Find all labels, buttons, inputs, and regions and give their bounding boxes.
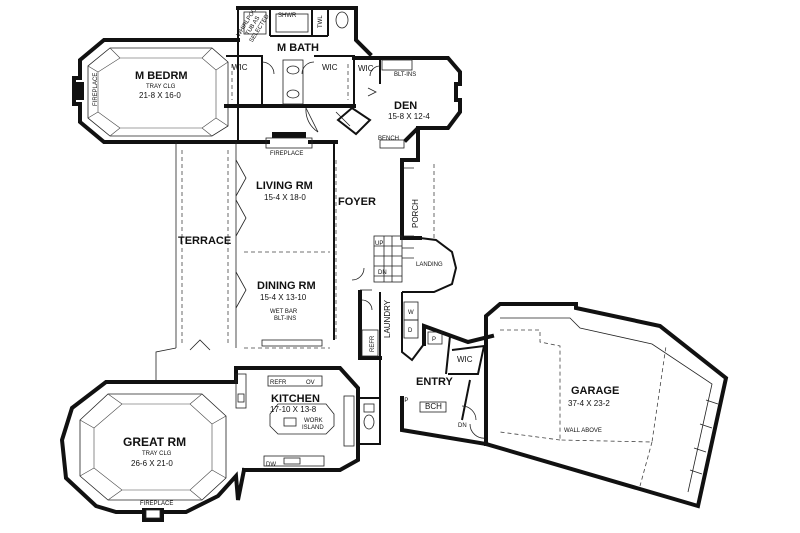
entry-walls: [400, 323, 495, 447]
master-bedroom-walls: [72, 8, 240, 144]
dining-room-name: DINING RM: [257, 280, 316, 292]
great-room-note: TRAY CLG: [142, 451, 172, 457]
great-room-walls: [59, 380, 247, 522]
foyer-stairs: [336, 106, 458, 293]
terrace: [155, 142, 229, 382]
dining-builtins-label: BLT-INS: [274, 316, 296, 322]
wic-bed-label: WIC: [232, 63, 248, 72]
dryer-label: D: [408, 328, 413, 334]
living-room-size: 15-4 X 18-0: [264, 193, 306, 202]
dishwasher-label: DW: [266, 462, 276, 468]
master-bath-name: M BATH: [277, 42, 319, 54]
kitchen-size: 17-10 X 13-8: [270, 405, 317, 414]
wic-den-label: WIC: [358, 64, 374, 73]
den-name: DEN: [394, 100, 417, 112]
entry-down-label: DN: [458, 423, 467, 429]
fireplace-bed-label: FIREPLACE: [93, 73, 99, 106]
entry-up-label: UP: [400, 398, 408, 404]
bench-label: BENCH: [378, 136, 399, 142]
refr-laundry-label: REFR: [370, 335, 376, 352]
kitchen-walls: [154, 366, 381, 472]
towel-label: TWL: [318, 15, 324, 28]
garage-walls: [483, 302, 729, 509]
master-bedroom-name: M BEDRM: [135, 70, 188, 82]
washer-label: W: [408, 310, 414, 316]
pantry-label: P: [432, 337, 436, 343]
laundry-name: LAUNDRY: [383, 299, 392, 338]
work-island-line-1: WORK: [304, 418, 323, 424]
fireplace-great-label: FIREPLACE: [140, 501, 173, 507]
living-room-walls: [235, 132, 338, 340]
fireplace-living-label: FIREPLACE: [270, 151, 303, 157]
stair-down-label: DN: [378, 270, 387, 276]
work-island-line-2: ISLAND: [302, 425, 324, 431]
dining-room-size: 15-4 X 13-10: [260, 293, 307, 302]
foyer-name: FOYER: [338, 196, 376, 208]
wic-bath-label: WIC: [322, 63, 338, 72]
wic-entry-label: WIC: [457, 355, 473, 364]
shower-label: SHWR: [278, 13, 297, 19]
porch-name: PORCH: [411, 199, 420, 228]
entry-name: ENTRY: [416, 376, 454, 388]
dining-room-walls: [235, 251, 330, 349]
landing-label: LANDING: [416, 262, 443, 268]
kitchen-name: KITCHEN: [271, 393, 320, 405]
stair-up-label: UP: [375, 241, 383, 247]
oven-label: OV: [306, 380, 315, 386]
living-room-name: LIVING RM: [256, 180, 313, 192]
wall-above-label: WALL ABOVE: [564, 428, 602, 434]
master-bedroom-note: TRAY CLG: [146, 84, 176, 90]
garage-name: GARAGE: [571, 385, 619, 397]
den-walls: [352, 56, 462, 149]
porch-walls: [400, 126, 435, 240]
garage-size: 37-4 X 23-2: [568, 399, 610, 408]
den-builtins-label: BLT-INS: [394, 72, 416, 78]
great-room-name: GREAT RM: [123, 435, 186, 449]
bch-label: BCH: [425, 402, 442, 411]
den-size: 15-8 X 12-4: [388, 112, 430, 121]
refr-kitchen-label: REFR: [270, 380, 287, 386]
laundry-walls: [358, 290, 425, 368]
terrace-name: TERRACE: [178, 235, 231, 247]
great-room-size: 26-6 X 21-0: [131, 459, 173, 468]
wet-bar-label: WET BAR: [270, 309, 298, 315]
master-bedroom-size: 21-8 X 16-0: [139, 91, 181, 100]
